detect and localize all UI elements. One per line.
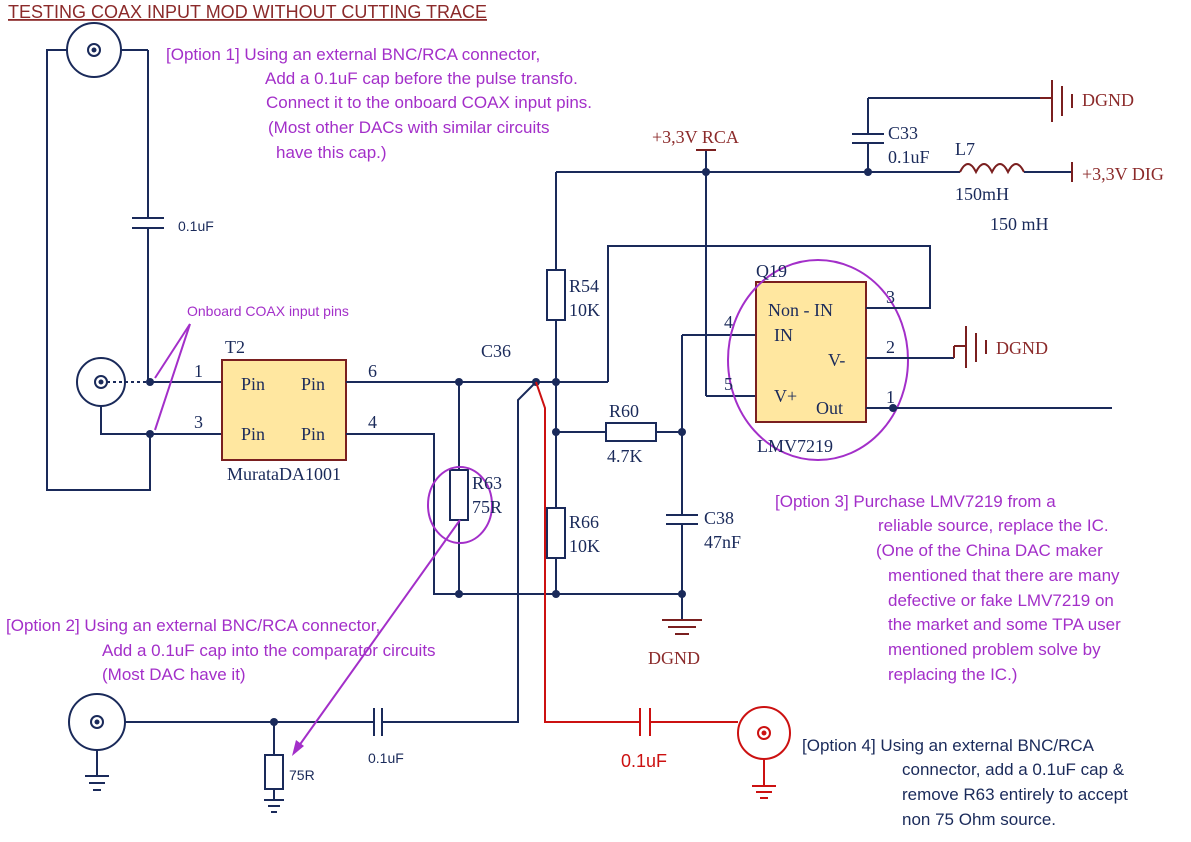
r60-ref: R60 xyxy=(609,401,639,421)
t2-pin-label-6: Pin xyxy=(301,374,325,394)
ground-symbol-dgnd xyxy=(662,619,702,635)
c33-ref: C33 xyxy=(888,123,918,143)
t2-pin-number-3: 3 xyxy=(194,412,203,432)
l7-note: 150 mH xyxy=(990,214,1049,234)
capacitor-c33 xyxy=(852,133,884,144)
ic-part: LMV7219 xyxy=(757,436,833,456)
ic-ref: Q19 xyxy=(756,261,787,281)
ic-pin-number-5: 5 xyxy=(724,374,733,394)
c36-ref: C36 xyxy=(481,341,511,361)
cap-opt1-value: 0.1uF xyxy=(178,218,214,234)
c33-value: 0.1uF xyxy=(888,147,930,167)
r60-value: 4.7K xyxy=(607,446,643,466)
c38-ref: C38 xyxy=(704,508,734,528)
dgnd-label-top: DGND xyxy=(1082,90,1134,110)
ic-lmv7219 xyxy=(755,281,867,423)
option1-note: [Option 1] Using an external BNC/RCA con… xyxy=(166,45,597,162)
r54-value: 10K xyxy=(569,300,600,320)
bnc-connector-option1 xyxy=(66,22,122,78)
capacitor-opt1 xyxy=(132,217,164,229)
t2-pin-number-6: 6 xyxy=(368,361,377,381)
l7-ref: L7 xyxy=(955,139,975,159)
r63-value: 75R xyxy=(472,497,502,517)
capacitor-c38 xyxy=(666,514,698,525)
resistor-r60 xyxy=(605,422,657,442)
ground-opt4 xyxy=(752,785,776,799)
onboard-coax-connector xyxy=(76,357,126,407)
onboard-pins-label: Onboard COAX input pins xyxy=(187,303,349,319)
l7-value: 150mH xyxy=(955,184,1009,204)
supply-dig-label: +3,3V DIG xyxy=(1082,164,1164,184)
ic-pin-number-4: 4 xyxy=(724,312,733,332)
resistor-r54 xyxy=(546,269,566,321)
transformer-ref: T2 xyxy=(225,337,245,357)
ground-opt2-res xyxy=(264,799,284,813)
ic-pin-number-1: 1 xyxy=(886,387,895,407)
capacitor-opt2 xyxy=(373,708,383,736)
t2-pin-label-1: Pin xyxy=(241,374,265,394)
transformer-part: MurataDA1001 xyxy=(227,464,341,484)
bnc-connector-option4 xyxy=(737,706,791,760)
t2-pin-label-3: Pin xyxy=(241,424,265,444)
ground-symbol-top xyxy=(1051,80,1073,122)
wire-shield-loop xyxy=(46,49,151,491)
r63-ref: R63 xyxy=(472,473,502,493)
page-title: TESTING COAX INPUT MOD WITHOUT CUTTING T… xyxy=(8,2,487,22)
ic-pin-number-3: 3 xyxy=(886,287,895,307)
ic-pin-non-in: Non - IN xyxy=(768,300,833,320)
option4-note: [Option 4] Using an external BNC/RCA con… xyxy=(802,736,1132,829)
c38-value: 47nF xyxy=(704,532,741,552)
t2-pin-label-4: Pin xyxy=(301,424,325,444)
inductor-l7 xyxy=(959,163,1025,175)
res-opt2-value: 75R xyxy=(289,767,315,783)
dgnd-label-vminus: DGND xyxy=(996,338,1048,358)
ic-pin-in: IN xyxy=(774,325,793,345)
dgnd-label-main: DGND xyxy=(648,648,700,668)
capacitor-opt4 xyxy=(639,708,651,736)
ic-pin-vplus: V+ xyxy=(774,386,797,406)
option2-note: [Option 2] Using an external BNC/RCA con… xyxy=(6,616,440,684)
ground-opt2-bnc xyxy=(85,775,109,791)
resistor-opt2 xyxy=(264,754,284,790)
resistor-r63 xyxy=(449,469,469,521)
ic-pin-number-2: 2 xyxy=(886,337,895,357)
ic-pin-out: Out xyxy=(816,398,843,418)
t2-pin-number-1: 1 xyxy=(194,361,203,381)
ic-pin-vminus: V- xyxy=(828,350,845,370)
cap-opt4-value: 0.1uF xyxy=(621,751,667,771)
transformer-t2 xyxy=(221,359,347,461)
supply-rca-label: +3,3V RCA xyxy=(652,127,739,147)
cap-opt2-value: 0.1uF xyxy=(368,750,404,766)
r54-ref: R54 xyxy=(569,276,599,296)
t2-pin-number-4: 4 xyxy=(368,412,377,432)
r66-ref: R66 xyxy=(569,512,599,532)
r66-value: 10K xyxy=(569,536,600,556)
bnc-connector-option2 xyxy=(68,693,126,751)
option3-note: [Option 3] Purchase LMV7219 from a relia… xyxy=(775,492,1126,684)
resistor-r66 xyxy=(546,507,566,559)
